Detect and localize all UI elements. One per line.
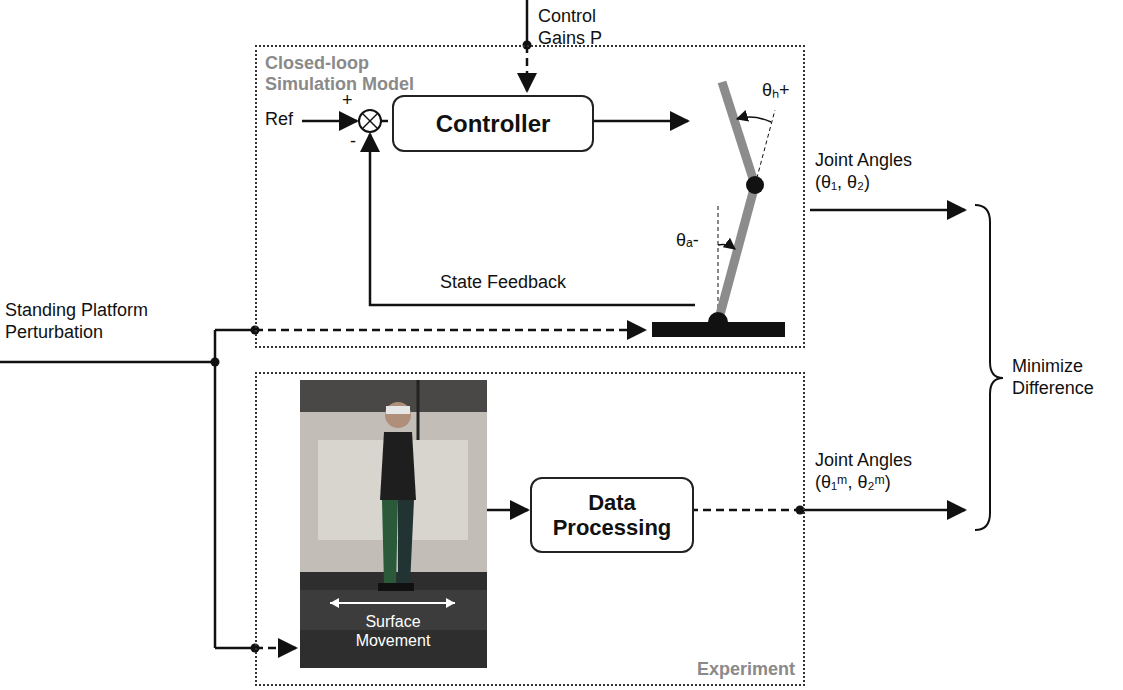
photo-person-shoes <box>378 583 414 591</box>
gain-dashed-arrow <box>526 45 529 91</box>
ankle-angle-arc <box>718 245 735 250</box>
surface-movement-arrowhead <box>330 598 339 608</box>
photo-caption: Surface Movement <box>333 612 453 650</box>
hip-joint <box>746 176 764 194</box>
perturbation-wire <box>215 647 255 650</box>
hip-angle-arc <box>737 117 771 122</box>
signal-label: Ref <box>265 109 305 131</box>
summing-cross <box>362 113 378 129</box>
summing-cross <box>362 113 378 129</box>
simulation-region: Closed-loop Simulation ModelController <box>255 45 805 348</box>
lower-link <box>718 185 755 322</box>
signal-label: State Feedback <box>440 272 620 294</box>
controller-output-arrow <box>592 120 688 123</box>
photo-background <box>300 380 487 668</box>
summing-junction <box>359 110 381 132</box>
input-label: Standing Platform Perturbation <box>5 300 170 343</box>
comparison-brace <box>975 205 1003 530</box>
surface-movement-arrow <box>330 602 455 604</box>
box-label: Controller <box>436 110 551 138</box>
box-label: Data Processing <box>542 490 682 541</box>
photo-person-leg <box>382 500 398 585</box>
objective-label: Minimize Difference <box>1012 356 1112 399</box>
upper-link <box>722 82 755 185</box>
perturbation-wire <box>0 361 215 364</box>
ankle-joint <box>708 312 728 322</box>
photo-person-leg <box>398 500 414 585</box>
photo-person-torso <box>380 432 416 500</box>
feedback-arrow <box>370 134 695 305</box>
input-label: Control Gains P <box>538 6 613 49</box>
sum-to-controller-wire <box>381 120 388 123</box>
output-label: Joint Angles (θ₁, θ₂) <box>815 150 930 193</box>
ref-arrow <box>302 120 357 123</box>
process-box: Controller <box>392 95 594 152</box>
surface-movement-arrowhead <box>446 598 455 608</box>
photo-to-processing-arrow <box>487 509 528 512</box>
standing-platform <box>652 322 785 337</box>
photo-person-head <box>385 402 411 428</box>
simulated-angle-arrow <box>810 209 965 212</box>
angle-label: θₐ- <box>676 230 712 252</box>
photo-person-blur <box>386 406 410 414</box>
gain-wire <box>526 0 529 45</box>
perturbation-dashed-arrow <box>255 329 645 332</box>
measured-angle-arrow <box>800 509 965 512</box>
photo-harness-rope <box>417 380 420 440</box>
perturbation-wire <box>215 329 255 332</box>
region-title: Closed-loop Simulation Model <box>265 53 425 94</box>
sign-label: - <box>350 131 364 153</box>
sign-label: + <box>342 90 358 112</box>
output-label: Joint Angles (θ₁ᵐ, θ₂ᵐ) <box>815 450 930 493</box>
region-title: Experiment <box>697 659 795 680</box>
perturbation-wire <box>214 330 217 648</box>
process-box: Data Processing <box>530 477 694 553</box>
experiment-region: Experiment Data Processing <box>255 372 805 686</box>
link-extension-line <box>755 110 775 185</box>
photo-treadmill <box>300 572 487 668</box>
junction-dot <box>211 358 220 367</box>
perturbation-dashed-arrow <box>255 647 296 650</box>
angle-label: θₕ+ <box>762 80 802 102</box>
measured-dashed-wire <box>690 509 800 512</box>
